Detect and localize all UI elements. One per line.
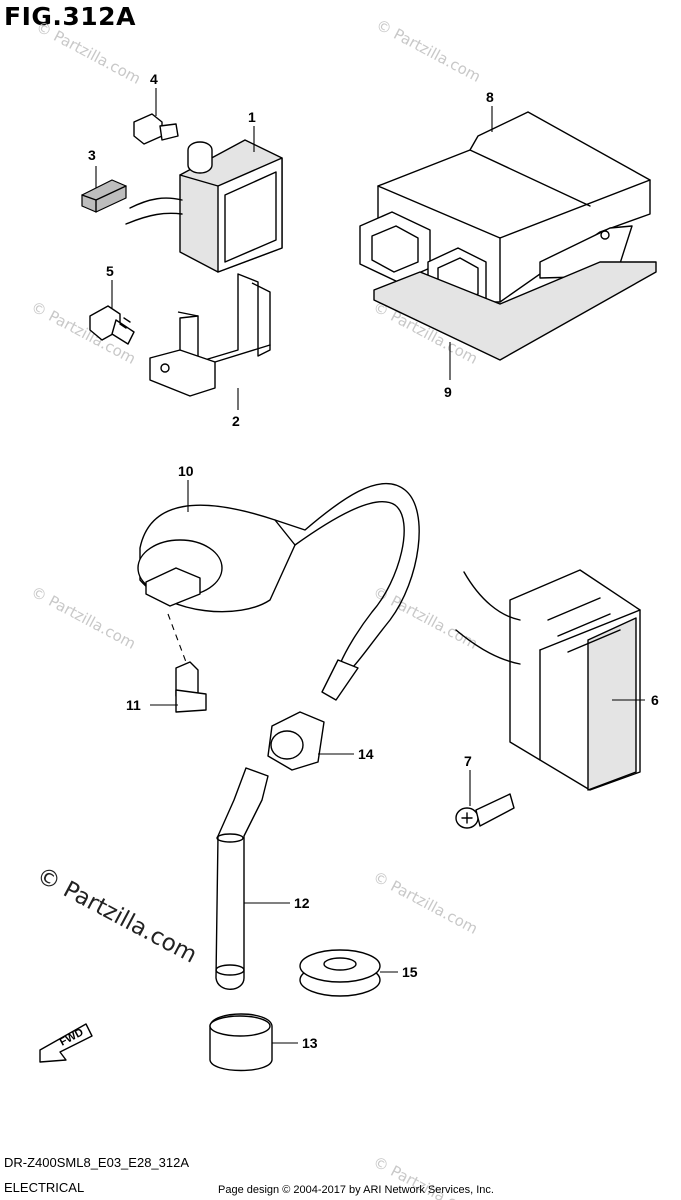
part-4-bolt [133, 113, 179, 145]
watermark: © Partzilla.com [373, 16, 484, 86]
callout-10: 10 [178, 463, 194, 479]
fwd-direction-arrow: FWD [39, 1023, 93, 1063]
section-name: ELECTRICAL [4, 1180, 85, 1195]
watermark: © Partzilla.com [28, 583, 139, 653]
part-6-regulator [455, 569, 641, 791]
watermark-large: © Partzilla.com [32, 862, 201, 968]
callout-14: 14 [358, 746, 374, 762]
part-2-bracket [149, 273, 271, 397]
diagram-code: DR-Z400SML8_E03_E28_312A [4, 1155, 190, 1170]
callout-6: 6 [651, 692, 659, 708]
part-9-pad [373, 261, 657, 361]
part-3-clip [81, 179, 127, 213]
part-11-bolt [175, 661, 207, 713]
callout-3: 3 [88, 147, 96, 163]
part-8-ecm [359, 111, 651, 315]
page-credit: Page design © 2004-2017 by ARI Network S… [218, 1184, 494, 1196]
watermark: © Partzilla.com [370, 583, 481, 653]
callout-5: 5 [106, 263, 114, 279]
callout-8: 8 [486, 89, 494, 105]
watermark: © Partzilla.com [370, 868, 481, 938]
part-7-screw [455, 793, 515, 829]
figure-title: FIG.312A [4, 2, 136, 31]
part-13-grommet [209, 1013, 273, 1072]
part-1-relay [125, 139, 283, 273]
part-12-plug-boot [215, 767, 269, 990]
callout-labels: 1 2 3 4 5 6 7 8 9 10 11 12 13 14 15 [88, 71, 659, 1051]
callout-15: 15 [402, 964, 418, 980]
callout-1: 1 [248, 109, 256, 125]
callout-7: 7 [464, 753, 472, 769]
part-14-cap [267, 711, 325, 771]
callout-9: 9 [444, 384, 452, 400]
watermark: © Partzilla.com [33, 18, 144, 88]
part-10-ignition-coil [137, 482, 420, 701]
part-5-bolt [89, 305, 135, 345]
callout-2: 2 [232, 413, 240, 429]
callout-13: 13 [302, 1035, 318, 1051]
callout-4: 4 [150, 71, 158, 87]
part-15-washer [299, 949, 381, 997]
callout-12: 12 [294, 895, 310, 911]
callout-11: 11 [126, 697, 141, 713]
leader-lines [95, 88, 645, 1044]
